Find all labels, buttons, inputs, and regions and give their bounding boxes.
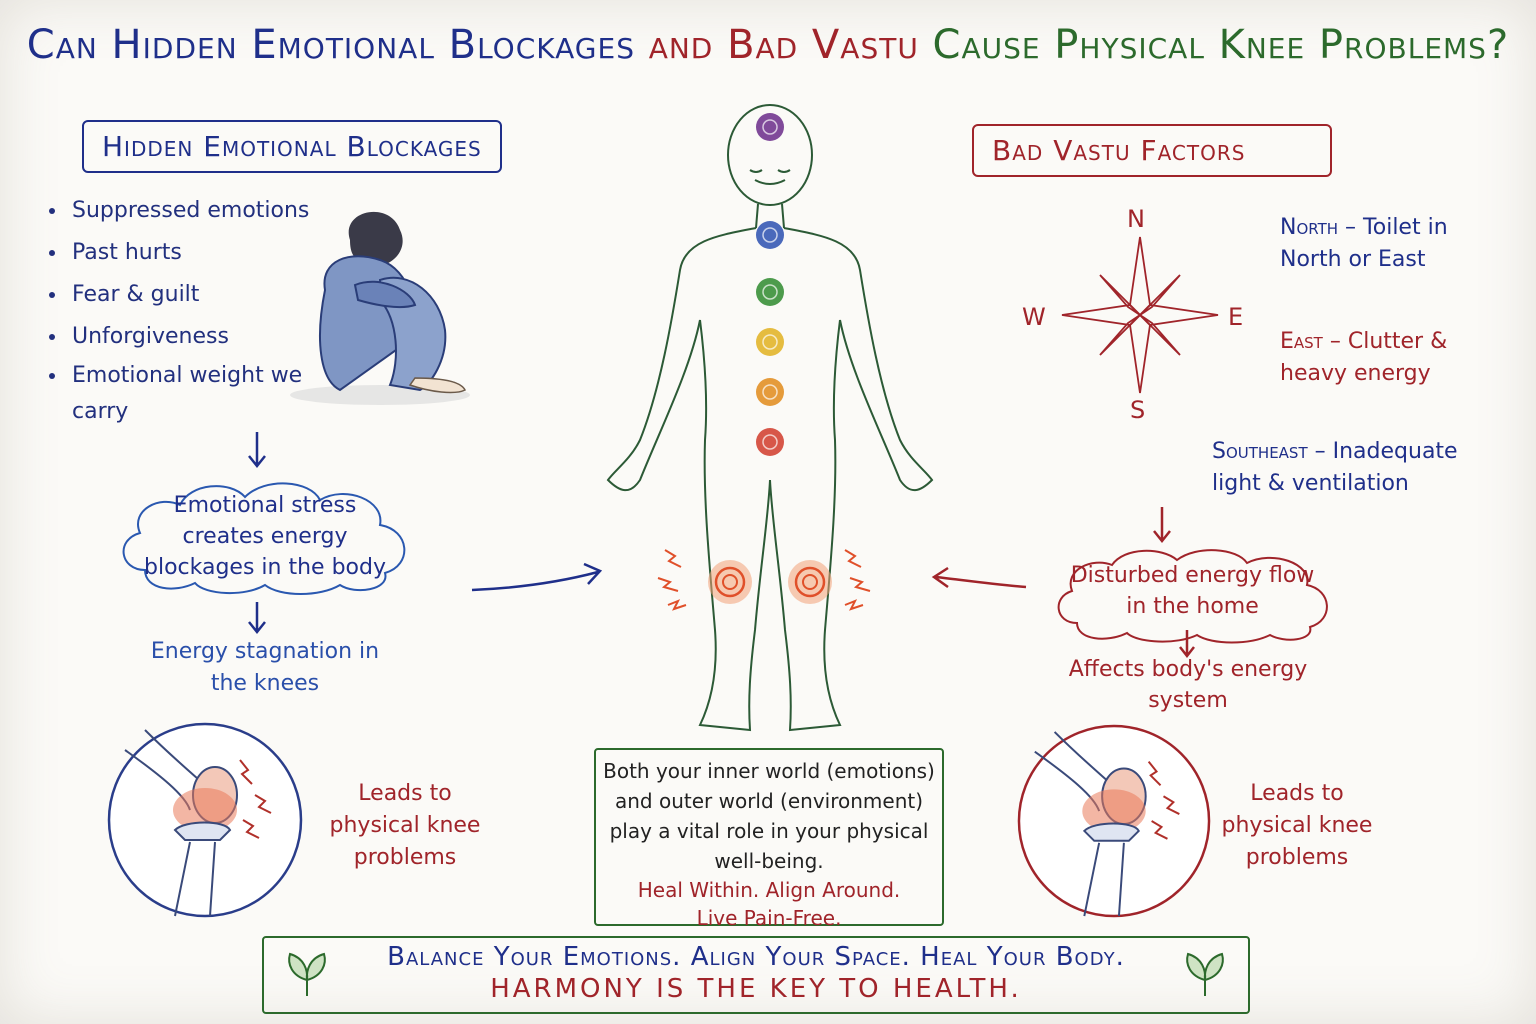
footer-line-1: Balance Your Emotions. Align Your Space.… [387,942,1125,972]
leaf-icon [288,952,326,996]
north-text: – Toilet in North or East [1280,215,1448,272]
compass-west: W [1022,303,1046,331]
bad-vastu-heading: Bad Vastu Factors [972,124,1332,177]
vastu-north-item: North – Toilet in North or East [1280,212,1510,276]
disturbed-energy-text: Disturbed energy flow in the home [1070,563,1315,619]
chakra-dot [756,113,784,141]
bullet-item: Past hurts [68,232,313,274]
emotional-stress-cloud [122,482,406,595]
center-message-box: Both your inner world (emotions) and out… [594,748,944,930]
title-part-vastu: and Bad Vastu [648,22,919,68]
emotional-bullet-list: Suppressed emotions Past hurts Fear & gu… [40,190,313,430]
compass-east: E [1228,303,1244,331]
chakra-dot [756,328,784,356]
leads-to-knee-problems-right: Leads to physical knee problems [1221,781,1373,870]
arrow-down-icon [1153,507,1171,544]
compass-south: S [1130,396,1146,424]
vastu-southeast-item: Southeast – Inadequate light & ventilati… [1212,436,1502,500]
knee-joint-illustration-left [107,722,303,918]
knee-pain-markers [657,549,871,611]
center-message-text: Both your inner world (emotions) and out… [603,759,935,873]
east-label: East [1280,329,1323,354]
compass-north: N [1127,205,1145,233]
title-part-knee: Cause Physical Knee Problems? [932,22,1510,68]
arrow-down-icon [248,432,266,469]
arrow-left-icon [931,566,1027,589]
affects-energy-text: Affects body's energy system [1068,657,1308,713]
center-motto-text: Heal Within. Align Around. Live Pain-Fre… [637,878,901,930]
arrow-down-icon [1179,630,1195,659]
human-body-chakra-figure [606,104,934,732]
north-label: North [1280,215,1339,240]
chakra-dot [756,221,784,249]
southeast-label: Southeast [1212,439,1308,464]
energy-stagnation-text: Energy stagnation in the knees [150,639,380,696]
compass-rose-icon [1061,236,1219,394]
bullet-item: Suppressed emotions [68,190,313,232]
chakra-dot [756,378,784,406]
footer-line-2: HARMONY IS THE KEY TO HEALTH. [490,974,1022,1004]
title-part-emotional: Can Hidden Emotional Blockages [26,22,635,68]
southeast-text: – Inadequate light & ventilation [1212,439,1458,496]
emotional-blockages-heading: Hidden Emotional Blockages [82,120,502,173]
bullet-item: Emotional weight we carry [68,358,313,430]
arrow-down-icon [248,602,266,635]
chakra-dot [756,278,784,306]
sad-person-illustration [290,211,470,405]
page-title: Can Hidden Emotional Blockages and Bad V… [0,22,1536,68]
east-text: – Clutter & heavy energy [1280,329,1448,386]
arrow-right-icon [471,562,603,592]
vastu-east-item: East – Clutter & heavy energy [1280,326,1510,390]
chakra-dot [756,428,784,456]
emotional-stress-text: Emotional stress creates energy blockage… [144,493,386,580]
disturbed-energy-cloud [1057,549,1328,644]
leaf-icon [1186,952,1224,996]
knee-joint-illustration-right [1017,724,1211,918]
bullet-item: Unforgiveness [68,316,313,358]
footer-banner: Balance Your Emotions. Align Your Space.… [262,936,1250,1014]
leads-to-knee-problems-left: Leads to physical knee problems [329,781,481,870]
bullet-item: Fear & guilt [68,274,313,316]
